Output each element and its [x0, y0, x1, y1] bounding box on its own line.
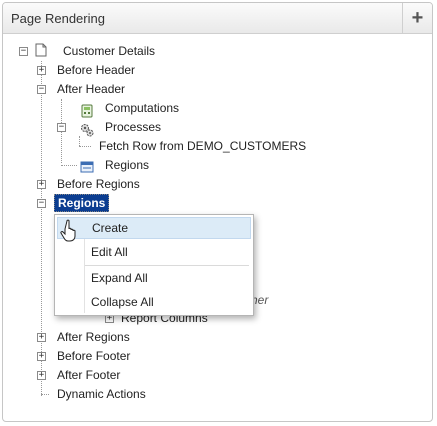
gears-icon	[81, 124, 94, 137]
menu-item-expand-all[interactable]: Expand All	[57, 267, 251, 289]
menu-separator	[85, 265, 249, 266]
tree-connector	[41, 394, 49, 395]
menu-item-label: Expand All	[91, 271, 148, 285]
tree-node-partial-label: ner	[251, 293, 269, 307]
tree-connector	[79, 146, 91, 147]
menu-item-label: Create	[92, 221, 129, 235]
collapse-toggle[interactable]: −	[19, 46, 28, 56]
tree-connector	[79, 136, 80, 146]
page-tree: − Customer Details + Before Header − Aft…	[3, 3, 432, 421]
menu-item-collapse-all[interactable]: Collapse All	[57, 291, 251, 313]
tree-node-regions-selected[interactable]: Regions	[54, 194, 110, 212]
plus-icon: +	[411, 6, 424, 29]
panel-title: Page Rendering	[11, 11, 105, 26]
add-button[interactable]: +	[402, 3, 432, 33]
tree-node-after-footer[interactable]: After Footer	[57, 368, 121, 382]
tree-node-before-footer[interactable]: Before Footer	[57, 349, 131, 363]
expand-toggle[interactable]: +	[37, 332, 46, 342]
menu-gutter	[84, 217, 85, 313]
collapse-toggle[interactable]: −	[37, 84, 46, 94]
expand-toggle[interactable]: +	[37, 179, 46, 189]
expand-toggle[interactable]: +	[37, 351, 46, 361]
collapse-toggle[interactable]: −	[37, 198, 46, 208]
menu-item-create[interactable]: Create	[57, 217, 251, 239]
page-icon	[35, 43, 47, 57]
tree-node-after-regions[interactable]: After Regions	[57, 330, 130, 344]
tree-node-processes[interactable]: Processes	[105, 120, 162, 134]
calculator-icon	[81, 104, 93, 118]
collapse-toggle[interactable]: −	[57, 122, 66, 132]
menu-item-label: Edit All	[91, 245, 128, 259]
expand-toggle[interactable]: +	[37, 65, 46, 75]
tree-node-before-header[interactable]: Before Header	[57, 63, 136, 77]
tree-connector	[41, 61, 42, 396]
tree-node-customer-details[interactable]: Customer Details	[63, 44, 156, 58]
region-icon	[80, 161, 94, 173]
tree-connector	[61, 165, 77, 166]
hand-cursor-icon	[60, 219, 76, 242]
tree-node-regions-row: Regions	[54, 194, 110, 212]
context-menu: Create Edit All Expand All Collapse All	[54, 214, 254, 316]
tree-node-dynamic-actions[interactable]: Dynamic Actions	[57, 387, 146, 401]
menu-item-edit-all[interactable]: Edit All	[57, 241, 251, 263]
panel-header: Page Rendering +	[3, 3, 432, 34]
tree-node-before-regions[interactable]: Before Regions	[57, 177, 140, 191]
tree-node-after-header[interactable]: After Header	[57, 82, 126, 96]
tree-node-regions[interactable]: Regions	[105, 158, 150, 172]
expand-toggle[interactable]: +	[37, 370, 46, 380]
page-rendering-panel: Page Rendering + − Customer Details + Be…	[2, 2, 433, 422]
tree-node-fetch-row[interactable]: Fetch Row from DEMO_CUSTOMERS	[99, 139, 307, 153]
tree-node-computations[interactable]: Computations	[105, 101, 180, 115]
menu-item-label: Collapse All	[91, 295, 154, 309]
